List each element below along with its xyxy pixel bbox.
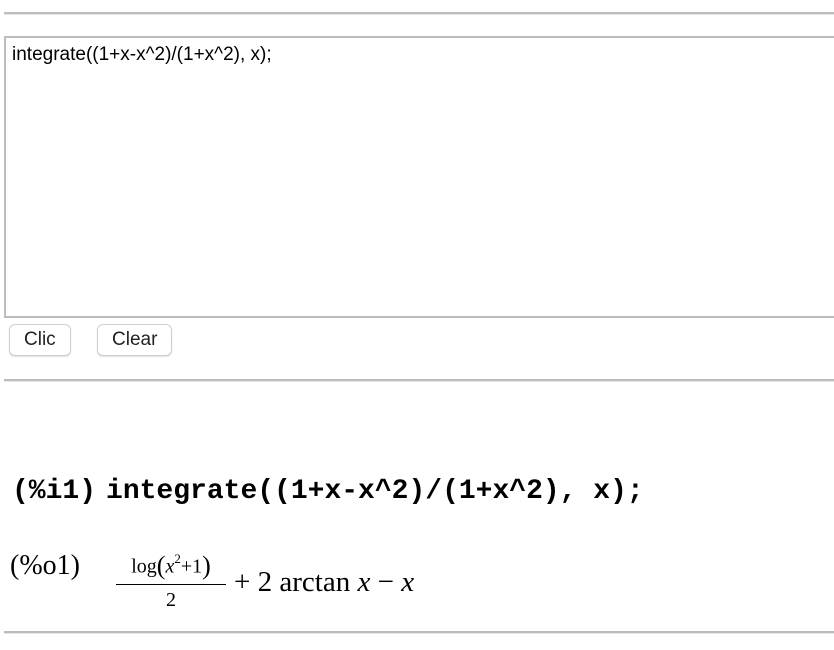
fraction-denominator: 2 xyxy=(166,588,176,611)
output-fraction: log(x2+1) 2 xyxy=(116,548,226,612)
clic-button[interactable]: Clic xyxy=(9,324,71,356)
clear-button[interactable]: Clear xyxy=(97,324,173,356)
fraction-numerator: log(x2+1) xyxy=(131,550,211,580)
input-command: integrate((1+x-x^2)/(1+x^2), x); xyxy=(106,476,644,507)
fraction-bar xyxy=(116,583,226,585)
input-line: (%i1) integrate((1+x-x^2)/(1+x^2), x); xyxy=(12,474,644,510)
middle-divider xyxy=(4,379,834,382)
bottom-divider xyxy=(4,631,834,634)
top-divider xyxy=(4,12,834,15)
command-input[interactable] xyxy=(4,36,834,318)
input-label: (%i1) xyxy=(12,476,97,507)
output-expression-rest: + 2 arctan x − x xyxy=(234,566,415,598)
output-label: (%o1) xyxy=(10,550,80,581)
